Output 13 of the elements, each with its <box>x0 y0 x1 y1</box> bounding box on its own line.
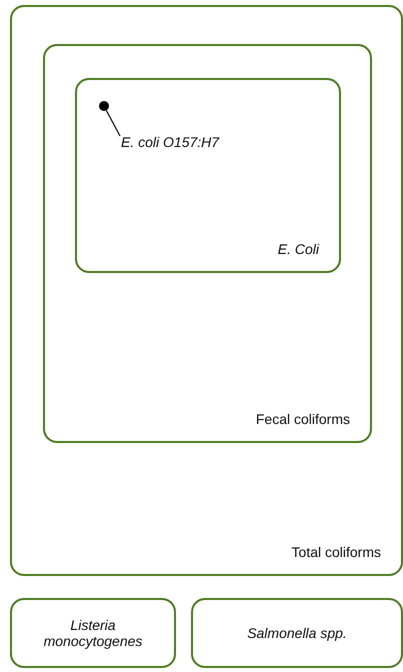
leader-line <box>106 110 121 136</box>
category-box <box>10 598 176 668</box>
group-label: Fecal coliforms <box>256 411 350 427</box>
category-label: Salmonella spp. <box>246 625 348 641</box>
group-label: E. Coli <box>278 241 319 257</box>
group-region <box>10 5 403 576</box>
group-label: Total coliforms <box>292 544 381 560</box>
category-box <box>191 598 403 668</box>
group-region <box>43 44 372 443</box>
group-region <box>75 78 341 273</box>
category-label: Listeria monocytogenes <box>42 617 144 649</box>
callout-text: E. coli O157:H7 <box>121 134 220 150</box>
dot-marker <box>99 101 109 111</box>
